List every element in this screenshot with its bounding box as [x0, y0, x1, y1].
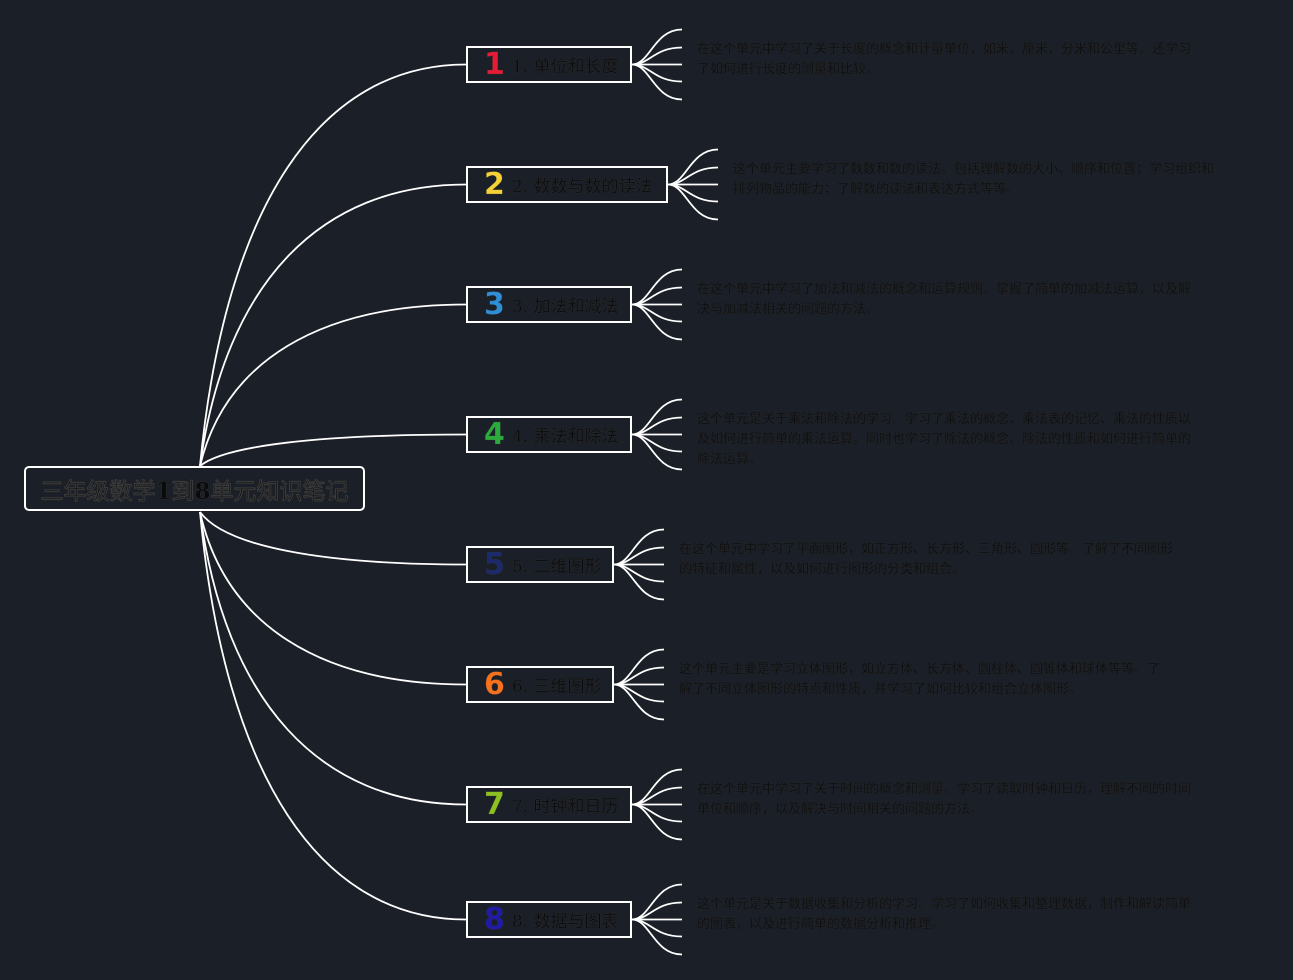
topic-description: 在这个单元中学习了平面图形，如正方形、长方形、三角形、圆形等。了解了不同图形的特… [679, 542, 1174, 577]
detail-connector [631, 918, 683, 956]
topic-unit-3[interactable]: 3 3. 加法和减法 [466, 286, 632, 323]
root-title: 三年级数学1到8单元知识笔记 [40, 477, 349, 505]
topic-description: 这个单元主要是学习立体图形，如立方体、长方体、圆柱体、圆锥体和球体等等。了解了不… [679, 662, 1161, 697]
detail-connector [631, 303, 683, 341]
detail-connector [613, 648, 665, 686]
topic-unit-4[interactable]: 4 4. 乘法和除法 [466, 416, 632, 453]
topic-label: 2. 数数与数的读法 [511, 177, 653, 197]
root-connector [199, 63, 467, 467]
number-3-icon: 3 [484, 286, 505, 322]
root-connector [199, 511, 467, 921]
topic-description: 这个单元主要学习了数数和数的读法。包括理解数的大小、顺序和位置；学习组织和排列物… [733, 162, 1215, 197]
number-5-icon: 5 [484, 546, 505, 582]
topic-label: 3. 加法和减法 [511, 297, 619, 317]
number-2-icon: 2 [484, 166, 505, 202]
topic-label: 4. 乘法和除法 [511, 427, 619, 447]
detail-connector [631, 803, 683, 841]
detail-connector [613, 528, 665, 566]
topic-description: 这个单元是关于乘法和除法的学习。学习了乘法的概念、乘法表的记忆、乘法的性质以及如… [697, 412, 1192, 467]
topic-description: 在这个单元中学习了加法和减法的概念和运算规则。掌握了简单的加减法运算，以及解决与… [697, 282, 1192, 317]
topic-label: 1. 单位和长度 [511, 57, 619, 77]
detail-connector [631, 398, 683, 436]
root-connector [199, 511, 467, 566]
topic-unit-2[interactable]: 2 2. 数数与数的读法 [466, 166, 668, 203]
topic-unit-7[interactable]: 7 7. 时钟和日历 [466, 786, 632, 823]
detail-connector [613, 683, 665, 721]
number-8-icon: 8 [484, 901, 505, 937]
detail-connector [631, 268, 683, 306]
number-6-icon: 6 [484, 666, 505, 702]
topic-unit-5[interactable]: 5 5. 二维图形 [466, 546, 614, 583]
topic-description: 在这个单元中学习了关于长度的概念和计量单位，如米、厘米、分米和公里等。还学习了如… [697, 42, 1192, 77]
detail-connector [667, 148, 719, 186]
detail-connector [667, 183, 719, 221]
root-connector [199, 511, 467, 686]
root-topic[interactable]: 三年级数学1到8单元知识笔记 [24, 466, 365, 511]
topic-description: 这个单元是关于数据收集和分析的学习。学习了如何收集和整理数据，制作和解读简单的图… [697, 897, 1192, 932]
topic-unit-8[interactable]: 8 8. 数据与图表 [466, 901, 632, 938]
topic-label: 8. 数据与图表 [511, 912, 619, 932]
detail-connector [631, 433, 683, 471]
detail-connector [631, 63, 683, 101]
topic-description: 在这个单元中学习了关于时间的概念和测量。学习了读取时钟和日历，理解不同的时间单位… [697, 782, 1192, 817]
number-1-icon: 1 [484, 46, 505, 82]
topic-label: 5. 二维图形 [511, 557, 602, 577]
root-connector [199, 511, 467, 806]
detail-connector [631, 28, 683, 66]
number-4-icon: 4 [484, 416, 505, 452]
root-connector [199, 433, 467, 467]
root-connector [199, 183, 467, 467]
detail-connector [613, 563, 665, 601]
detail-connector [631, 768, 683, 806]
topic-unit-1[interactable]: 1 1. 单位和长度 [466, 46, 632, 83]
topic-label: 6. 三维图形 [511, 677, 602, 697]
topic-unit-6[interactable]: 6 6. 三维图形 [466, 666, 614, 703]
root-connector [199, 303, 467, 467]
number-7-icon: 7 [484, 786, 505, 822]
topic-label: 7. 时钟和日历 [511, 797, 619, 817]
detail-connector [631, 883, 683, 921]
